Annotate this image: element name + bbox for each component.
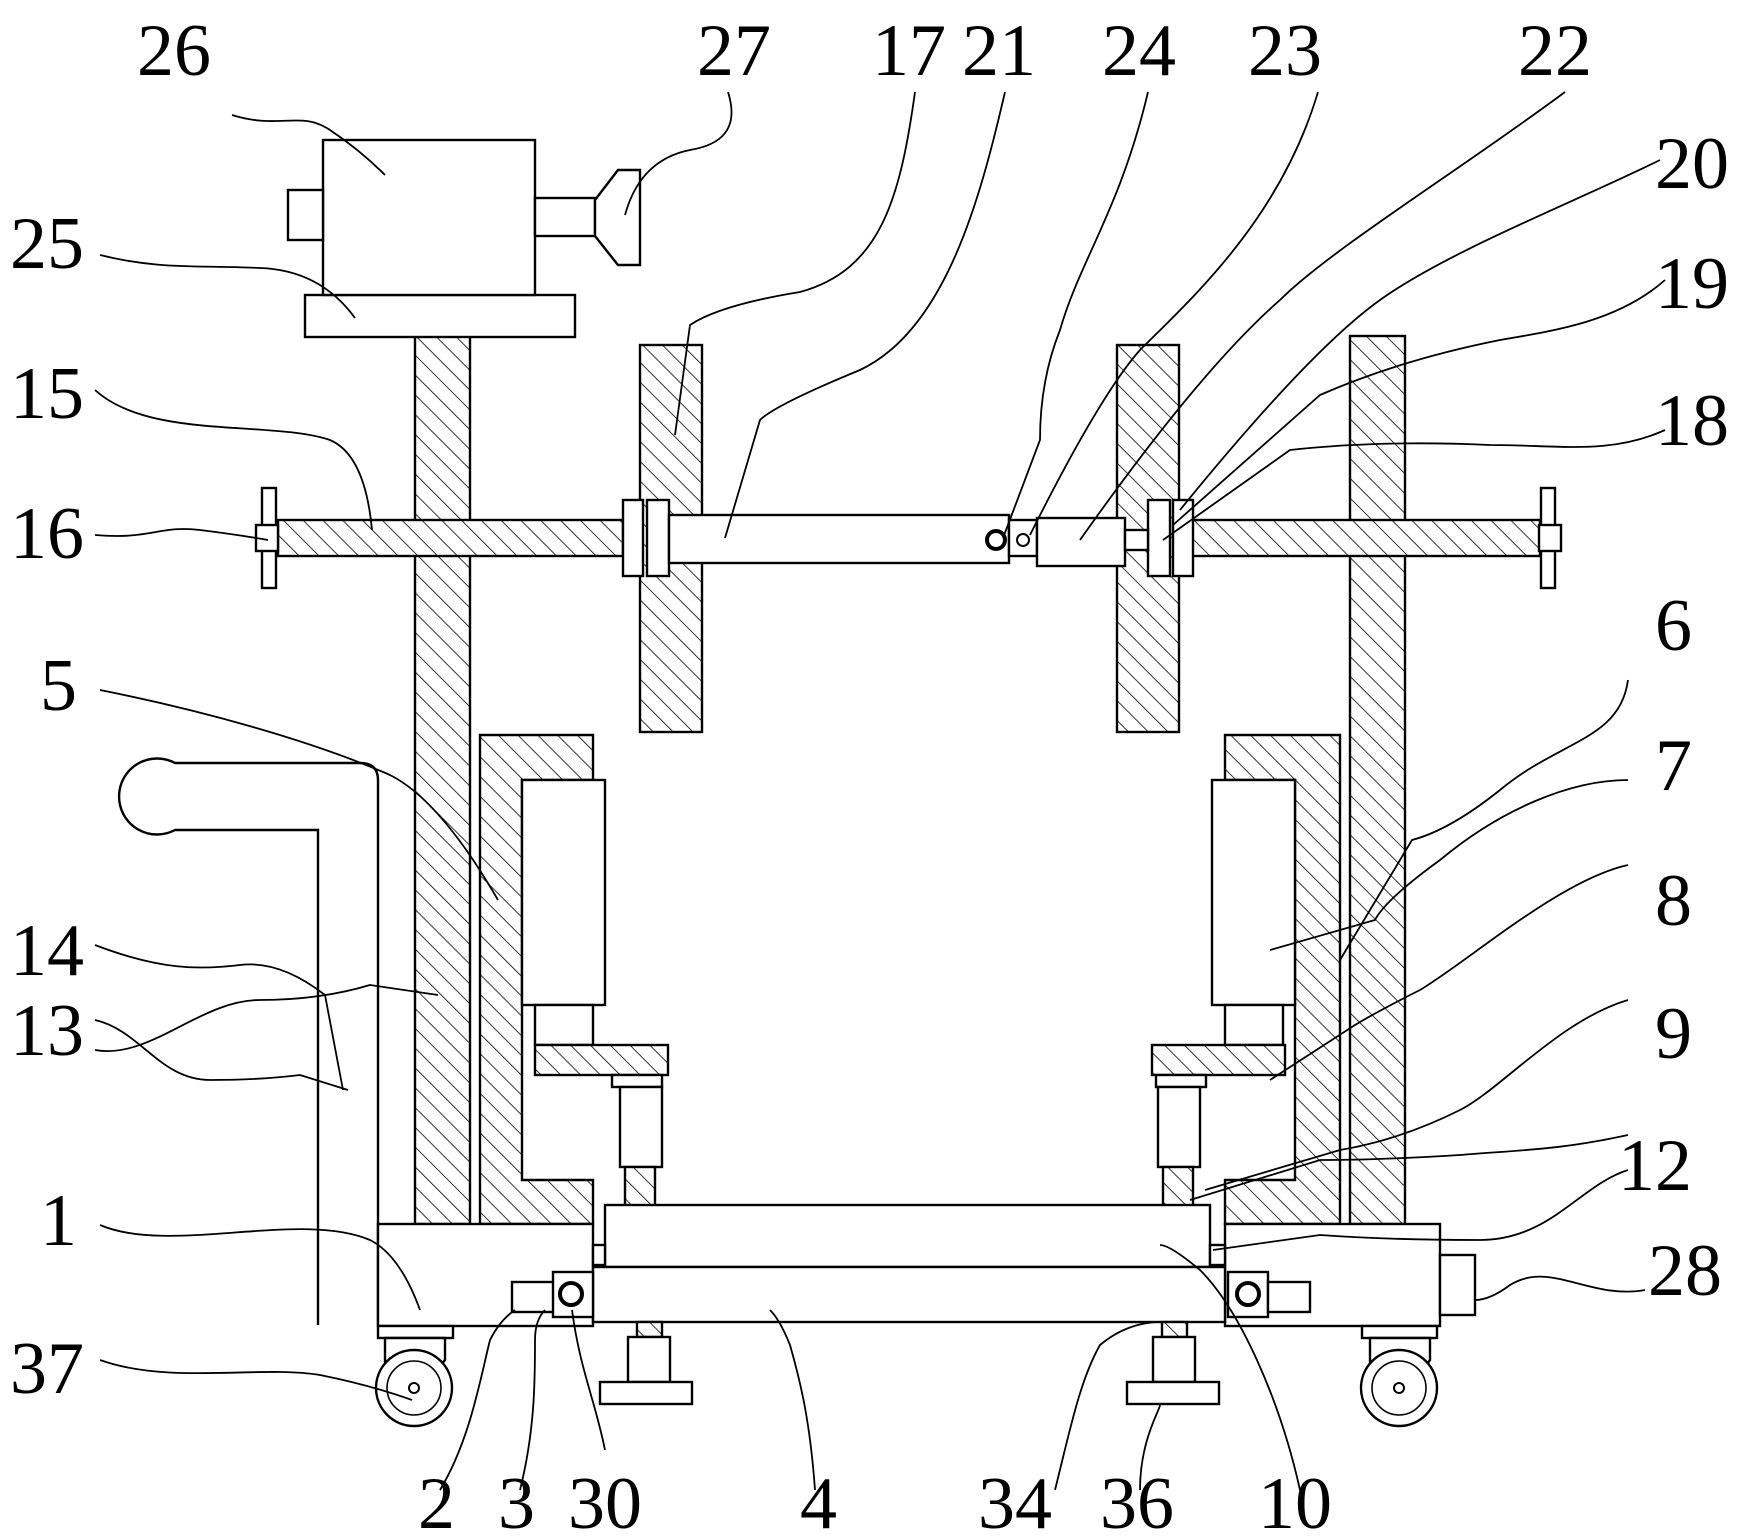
left-screw: [623, 1165, 657, 1209]
label-28: 28: [1648, 1230, 1722, 1312]
left-arm-block: [610, 1073, 664, 1089]
label-12: 12: [1618, 1125, 1692, 1207]
label-27: 27: [697, 10, 771, 92]
label-7: 7: [1655, 725, 1692, 807]
camera-body: [321, 138, 537, 297]
bottom-beam: [591, 1265, 1227, 1324]
label-34: 34: [978, 1463, 1052, 1540]
left-column: [413, 334, 472, 1226]
label-13: 13: [10, 990, 84, 1072]
label-26: 26: [137, 10, 211, 92]
sliding-rod: [1035, 516, 1127, 568]
label-25: 25: [10, 203, 84, 285]
right-press-arm: [1150, 1043, 1287, 1077]
handle: [117, 757, 380, 1325]
label-37: 37: [10, 1328, 84, 1410]
lock-pin: [985, 529, 1007, 551]
left-foot-screw: [635, 1320, 664, 1339]
right-knob-hub: [1537, 523, 1563, 553]
label-19: 19: [1655, 243, 1729, 325]
label-4: 4: [800, 1463, 837, 1540]
right-bearing-outer: [1171, 498, 1195, 578]
right-cylinder-rod: [1223, 1003, 1285, 1047]
main-rod: [667, 513, 1011, 565]
label-36: 36: [1100, 1463, 1174, 1540]
label-8: 8: [1655, 860, 1692, 942]
right-column: [1348, 334, 1407, 1226]
platform-left-tab: [591, 1243, 607, 1267]
left-fastener: [510, 1280, 556, 1314]
label-20: 20: [1655, 123, 1729, 205]
right-foot-screw: [1160, 1320, 1189, 1339]
camera-lens: [593, 168, 642, 267]
label-17: 17: [872, 10, 946, 92]
label-3: 3: [498, 1463, 535, 1540]
camera-neck: [533, 196, 597, 238]
right-end-knob: [1438, 1253, 1477, 1317]
label-14: 14: [10, 910, 84, 992]
left-small-cylinder: [618, 1085, 664, 1169]
left-bearing-outer: [621, 498, 645, 578]
label-6: 6: [1655, 585, 1692, 667]
camera-back-knob: [286, 188, 325, 242]
left-foot-pad: [598, 1380, 694, 1406]
left-caster: [374, 1324, 455, 1428]
right-caster: [1359, 1324, 1439, 1428]
left-cylinder: [520, 778, 607, 1007]
crossbar-right: [1181, 518, 1542, 558]
left-press-arm: [533, 1043, 670, 1077]
right-screw: [1161, 1165, 1195, 1209]
pin-hole: [1016, 533, 1030, 547]
label-21: 21: [962, 10, 1036, 92]
right-foot-pad: [1125, 1380, 1221, 1406]
rod-link: [1123, 528, 1150, 552]
mount-plate: [303, 293, 577, 339]
platform-plate: [603, 1203, 1212, 1269]
left-foot-post: [626, 1335, 672, 1384]
right-arm-block: [1154, 1073, 1208, 1089]
label-1: 1: [40, 1180, 77, 1262]
left-bolt: [558, 1281, 584, 1307]
right-small-cylinder: [1156, 1085, 1202, 1169]
left-bearing-inner: [645, 498, 671, 578]
right-foot-post: [1151, 1335, 1197, 1384]
crossbar-left: [276, 518, 625, 558]
label-9: 9: [1655, 993, 1692, 1075]
label-10: 10: [1258, 1463, 1332, 1540]
label-15: 15: [10, 353, 84, 435]
label-23: 23: [1248, 10, 1322, 92]
left-cylinder-rod: [533, 1003, 595, 1047]
label-5: 5: [40, 645, 77, 727]
label-18: 18: [1655, 380, 1729, 462]
label-22: 22: [1518, 10, 1592, 92]
label-16: 16: [10, 493, 84, 575]
label-2: 2: [418, 1463, 455, 1540]
part-labels: 26 27 17 21 24 23 22 20 19 18 25 15 16 5…: [10, 10, 1729, 1540]
right-bolt: [1235, 1281, 1261, 1307]
label-24: 24: [1102, 10, 1176, 92]
right-cylinder: [1210, 778, 1297, 1007]
leader-lines: [94, 91, 1666, 1491]
right-fastener: [1266, 1280, 1312, 1314]
label-30: 30: [568, 1463, 642, 1540]
